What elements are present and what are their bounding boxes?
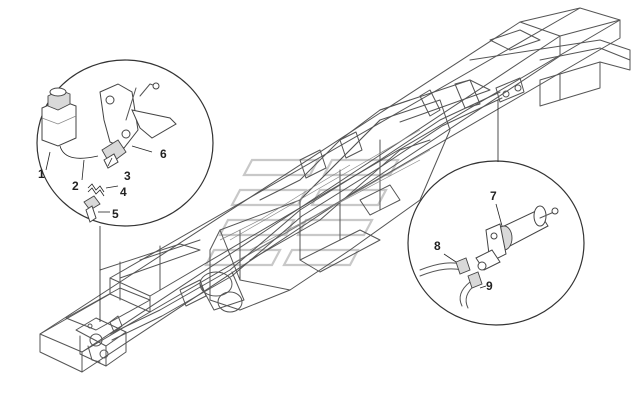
fluid-pipe <box>419 257 471 277</box>
pedal-mount-on-chassis <box>75 315 127 367</box>
callout-3: 3 <box>124 169 131 183</box>
fluid-reservoir <box>41 87 77 147</box>
callout-9: 9 <box>486 279 493 293</box>
flexible-hose <box>459 271 483 309</box>
callout-5: 5 <box>112 207 119 221</box>
callout-1: 1 <box>38 167 45 181</box>
callout-8: 8 <box>434 239 441 253</box>
spring <box>87 183 105 197</box>
detail-circle-cylinder: 7 8 9 <box>407 160 585 326</box>
master-cylinder <box>101 139 127 169</box>
callout-7: 7 <box>490 189 497 203</box>
detail-circle-pedal: 1 2 3 4 5 6 <box>36 59 214 227</box>
callout-4: 4 <box>120 185 127 199</box>
pedal-bracket <box>99 82 177 149</box>
callout-6: 6 <box>160 147 167 161</box>
chassis-frame <box>39 7 631 373</box>
push-rod <box>83 195 101 223</box>
slave-cylinder <box>475 205 559 271</box>
callout-2: 2 <box>72 179 79 193</box>
watermark-logo <box>204 158 400 267</box>
